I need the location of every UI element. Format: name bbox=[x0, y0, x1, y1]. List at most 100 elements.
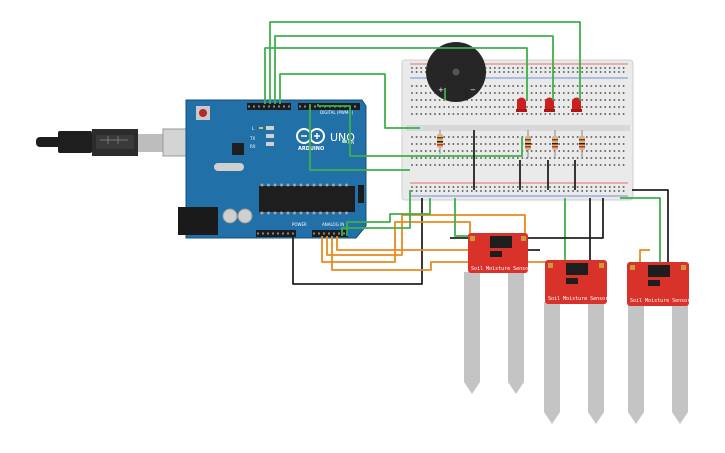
bb-hole bbox=[604, 99, 606, 101]
rail-hole bbox=[411, 67, 413, 69]
bb-hole bbox=[604, 143, 606, 145]
bb-hole bbox=[498, 92, 501, 94]
bb-hole bbox=[530, 106, 533, 108]
rail-hole bbox=[581, 71, 583, 73]
rail-hole bbox=[484, 186, 487, 188]
rail-hole bbox=[475, 190, 478, 192]
bb-hole bbox=[572, 164, 574, 166]
bb-hole bbox=[595, 143, 597, 145]
rail-hole bbox=[438, 186, 441, 188]
rail-hole bbox=[434, 186, 436, 188]
bb-hole bbox=[420, 143, 422, 145]
bb-hole bbox=[567, 157, 570, 159]
rail-hole bbox=[609, 186, 611, 188]
header-pin bbox=[314, 105, 316, 108]
bb-hole bbox=[425, 106, 427, 108]
bb-hole bbox=[438, 113, 441, 115]
rail-hole bbox=[558, 190, 560, 192]
bb-hole bbox=[498, 157, 501, 159]
bb-hole bbox=[540, 92, 542, 94]
bb-hole bbox=[595, 157, 597, 159]
bb-hole bbox=[535, 99, 537, 101]
bb-hole bbox=[599, 143, 602, 145]
bb-hole bbox=[540, 113, 542, 115]
bb-hole bbox=[544, 92, 547, 94]
rail-hole bbox=[512, 186, 514, 188]
rail-hole bbox=[613, 186, 616, 188]
wire-analog-a5 bbox=[346, 198, 431, 236]
bb-hole bbox=[540, 164, 542, 166]
bb-hole bbox=[604, 113, 606, 115]
bb-hole bbox=[438, 164, 441, 166]
rail-hole bbox=[599, 67, 602, 69]
bb-hole bbox=[411, 143, 413, 145]
rail-hole bbox=[461, 190, 464, 192]
bb-hole bbox=[526, 113, 528, 115]
on-label: ON bbox=[348, 140, 354, 145]
chip-leg bbox=[345, 183, 348, 187]
bb-hole bbox=[613, 106, 616, 108]
bb-hole bbox=[461, 143, 464, 145]
bb-hole bbox=[425, 85, 427, 87]
bb-hole bbox=[475, 150, 478, 152]
header-pin bbox=[262, 232, 264, 235]
rx-label: RX bbox=[250, 144, 256, 149]
bb-hole bbox=[503, 85, 505, 87]
rail-hole bbox=[530, 71, 533, 73]
chip-leg bbox=[286, 183, 290, 187]
bb-hole bbox=[535, 136, 537, 138]
bb-hole bbox=[567, 113, 570, 115]
rail-hole bbox=[567, 186, 570, 188]
rail-hole bbox=[595, 190, 597, 192]
bb-hole bbox=[420, 99, 422, 101]
rail-hole bbox=[429, 186, 432, 188]
bb-hole bbox=[415, 136, 418, 138]
rail-hole bbox=[503, 71, 505, 73]
rail-hole bbox=[618, 71, 620, 73]
rail-hole bbox=[540, 186, 542, 188]
bb-hole bbox=[411, 106, 413, 108]
bb-hole bbox=[429, 150, 432, 152]
rail-hole bbox=[494, 67, 496, 69]
bb-hole bbox=[507, 99, 510, 101]
bb-hole bbox=[521, 164, 524, 166]
bb-hole bbox=[475, 157, 478, 159]
atmega-chip bbox=[259, 186, 355, 212]
bb-hole bbox=[563, 106, 565, 108]
rail-hole bbox=[471, 186, 473, 188]
rail-hole bbox=[425, 71, 427, 73]
bb-hole bbox=[438, 157, 441, 159]
bb-hole bbox=[599, 136, 602, 138]
bb-hole bbox=[563, 143, 565, 145]
header-pin bbox=[253, 105, 255, 108]
bb-hole bbox=[540, 106, 542, 108]
rail-hole bbox=[411, 190, 413, 192]
bb-hole bbox=[494, 99, 496, 101]
bb-hole bbox=[590, 85, 593, 87]
bb-hole bbox=[549, 157, 551, 159]
rail-hole bbox=[438, 190, 441, 192]
bb-hole bbox=[498, 113, 501, 115]
bb-hole bbox=[535, 150, 537, 152]
bb-hole bbox=[618, 150, 620, 152]
bb-hole bbox=[443, 113, 445, 115]
bb-hole bbox=[457, 136, 459, 138]
rail-hole bbox=[604, 71, 606, 73]
rail-hole bbox=[609, 190, 611, 192]
bb-hole bbox=[581, 99, 583, 101]
bb-hole bbox=[526, 150, 528, 152]
bb-hole bbox=[461, 150, 464, 152]
bb-hole bbox=[595, 99, 597, 101]
bb-hole bbox=[599, 99, 602, 101]
bb-hole bbox=[471, 99, 473, 101]
chip-leg bbox=[338, 183, 342, 187]
bb-hole bbox=[599, 106, 602, 108]
bb-hole bbox=[599, 150, 602, 152]
rail-hole bbox=[425, 190, 427, 192]
header-pin bbox=[273, 105, 275, 108]
bb-hole bbox=[457, 157, 459, 159]
rail-hole bbox=[507, 67, 510, 69]
bb-hole bbox=[609, 92, 611, 94]
rail-hole bbox=[503, 186, 505, 188]
bb-hole bbox=[494, 113, 496, 115]
